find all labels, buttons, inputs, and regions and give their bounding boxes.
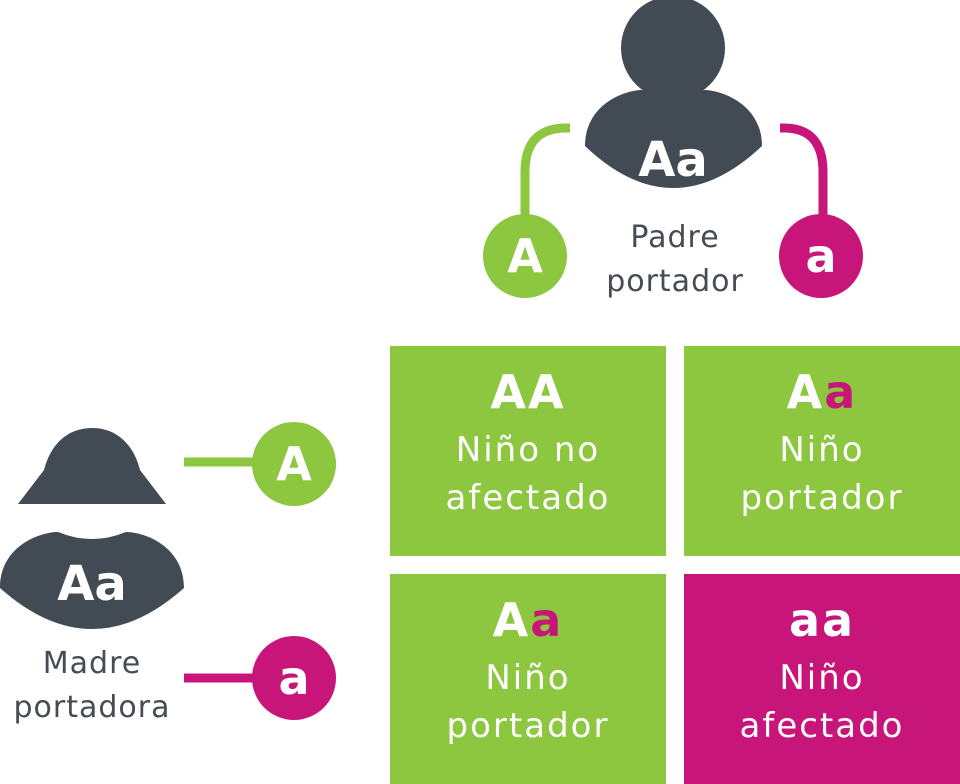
cell-genotype: aa: [684, 594, 960, 646]
male-person-icon: [585, 0, 762, 188]
cell-genotype: Aa: [684, 366, 960, 418]
allele-letter: a: [824, 365, 858, 419]
mother-allele-dominant: A: [252, 422, 336, 506]
cell-label: Niño portador: [446, 658, 610, 746]
punnett-cell: Aa Niño portador: [390, 574, 666, 784]
allele-letter: A: [490, 365, 528, 419]
father-allele-dominant: A: [483, 214, 567, 298]
cell-label: Niño portador: [740, 430, 904, 518]
father-genotype: Aa: [638, 132, 708, 188]
father-connector-a-recessive: [780, 123, 828, 218]
punnett-cell: Aa Niño portador: [684, 346, 960, 556]
cell-genotype: AA: [390, 366, 666, 418]
mother-label: Madre portadora: [13, 646, 171, 725]
father-allele-recessive: a: [779, 214, 863, 298]
allele-letter: a: [788, 593, 822, 647]
allele-letter: A: [492, 593, 531, 647]
allele-letter: a: [822, 593, 856, 647]
cell-genotype: Aa: [390, 594, 666, 646]
cell-label: Niño afectado: [739, 658, 905, 746]
mother-allele-recessive: a: [252, 636, 336, 720]
allele-letter: a: [530, 593, 564, 647]
allele-letter: A: [786, 365, 825, 419]
allele-letter: A: [528, 365, 566, 419]
punnett-cell: AA Niño no afectado: [390, 346, 666, 556]
father-label: Padre portador: [606, 220, 744, 299]
cell-label: Niño no afectado: [445, 430, 611, 518]
mother-genotype: Aa: [57, 556, 127, 612]
punnett-cell: aa Niño afectado: [684, 574, 960, 784]
female-person-icon: [0, 428, 184, 629]
father-connector-a-dominant: [520, 123, 570, 218]
